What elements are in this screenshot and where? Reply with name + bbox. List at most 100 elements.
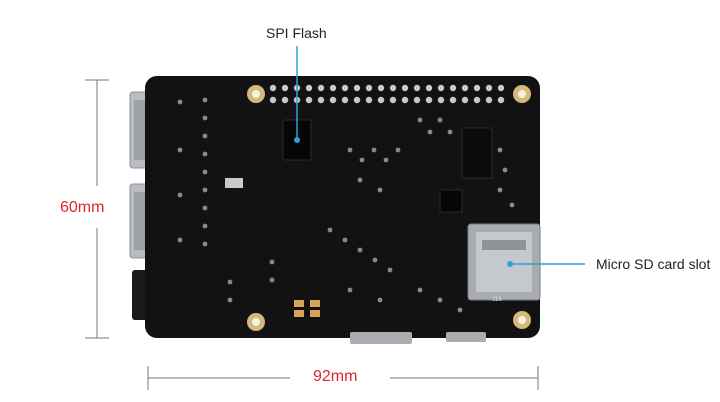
via: [177, 192, 183, 198]
via: [177, 147, 183, 153]
via: [202, 187, 208, 193]
chip: [310, 310, 320, 317]
via: [437, 297, 443, 303]
header-pin: [317, 96, 325, 104]
via: [177, 99, 183, 105]
via: [347, 147, 353, 153]
height-dimension: [85, 79, 109, 339]
header-pin: [269, 96, 277, 104]
header-pin: [401, 84, 409, 92]
via: [269, 277, 275, 283]
header-pin: [425, 84, 433, 92]
header-pin: [305, 96, 313, 104]
via: [371, 147, 377, 153]
mounting-hole: [518, 90, 526, 98]
via: [269, 259, 275, 265]
chip: [294, 300, 304, 307]
via: [417, 287, 423, 293]
header-pin: [353, 96, 361, 104]
spi-flash-callout-dot: [294, 137, 300, 143]
spi-flash-label: SPI Flash: [266, 25, 327, 41]
via: [227, 297, 233, 303]
header-pin: [377, 96, 385, 104]
via: [359, 157, 365, 163]
vias: [177, 97, 515, 313]
via: [502, 167, 508, 173]
header-pin: [365, 96, 373, 104]
via: [202, 223, 208, 229]
header-pin: [269, 84, 277, 92]
via: [437, 117, 443, 123]
header-pin: [485, 84, 493, 92]
mounting-hole: [252, 318, 260, 326]
mounting-hole: [252, 90, 260, 98]
via: [383, 157, 389, 163]
header-pin: [317, 84, 325, 92]
chip: [461, 127, 493, 179]
via: [342, 237, 348, 243]
pcb-board: [145, 76, 540, 338]
via: [202, 133, 208, 139]
micro-sd-slot: J16: [467, 223, 541, 303]
bottom-connector-usb: [350, 332, 412, 344]
header-pin: [329, 84, 337, 92]
header-pin: [473, 84, 481, 92]
via: [202, 97, 208, 103]
via: [372, 257, 378, 263]
header-pin: [413, 96, 421, 104]
header-pin: [389, 84, 397, 92]
mounting-holes: [247, 85, 531, 331]
via: [202, 151, 208, 157]
header-pin: [281, 84, 289, 92]
micro-sd-callout-dot: [507, 261, 513, 267]
chip: [225, 178, 243, 188]
header-pin: [437, 84, 445, 92]
via: [427, 129, 433, 135]
via: [327, 227, 333, 233]
via: [395, 147, 401, 153]
via: [227, 279, 233, 285]
via: [202, 241, 208, 247]
gpio-header: [269, 84, 505, 104]
header-pin: [425, 96, 433, 104]
header-pin: [449, 96, 457, 104]
via: [417, 117, 423, 123]
header-pin: [449, 84, 457, 92]
micro-sd-label: Micro SD card slot: [596, 256, 711, 272]
via: [177, 237, 183, 243]
header-pin: [353, 84, 361, 92]
via: [202, 205, 208, 211]
header-pin: [365, 84, 373, 92]
header-pin: [401, 96, 409, 104]
width-dimension-label: 92mm: [313, 368, 358, 385]
via: [377, 297, 383, 303]
header-pin: [485, 96, 493, 104]
chip: [310, 300, 320, 307]
header-pin: [461, 84, 469, 92]
width-dimension: [147, 366, 539, 390]
via: [357, 247, 363, 253]
mounting-hole: [518, 316, 526, 324]
header-pin: [389, 96, 397, 104]
header-pin: [341, 96, 349, 104]
height-dimension-label: 60mm: [60, 199, 105, 216]
bottom-connector-audio: [446, 332, 486, 342]
header-pin: [377, 84, 385, 92]
header-pin: [305, 84, 313, 92]
via: [357, 177, 363, 183]
header-pin: [497, 96, 505, 104]
via: [497, 187, 503, 193]
via: [377, 187, 383, 193]
header-pin: [497, 84, 505, 92]
header-pin: [473, 96, 481, 104]
header-pin: [341, 84, 349, 92]
sd-slot-silkscreen: J16: [492, 297, 502, 303]
via: [509, 202, 515, 208]
via: [347, 287, 353, 293]
via: [387, 267, 393, 273]
via: [202, 115, 208, 121]
via: [457, 307, 463, 313]
header-pin: [413, 84, 421, 92]
chip: [439, 189, 463, 213]
